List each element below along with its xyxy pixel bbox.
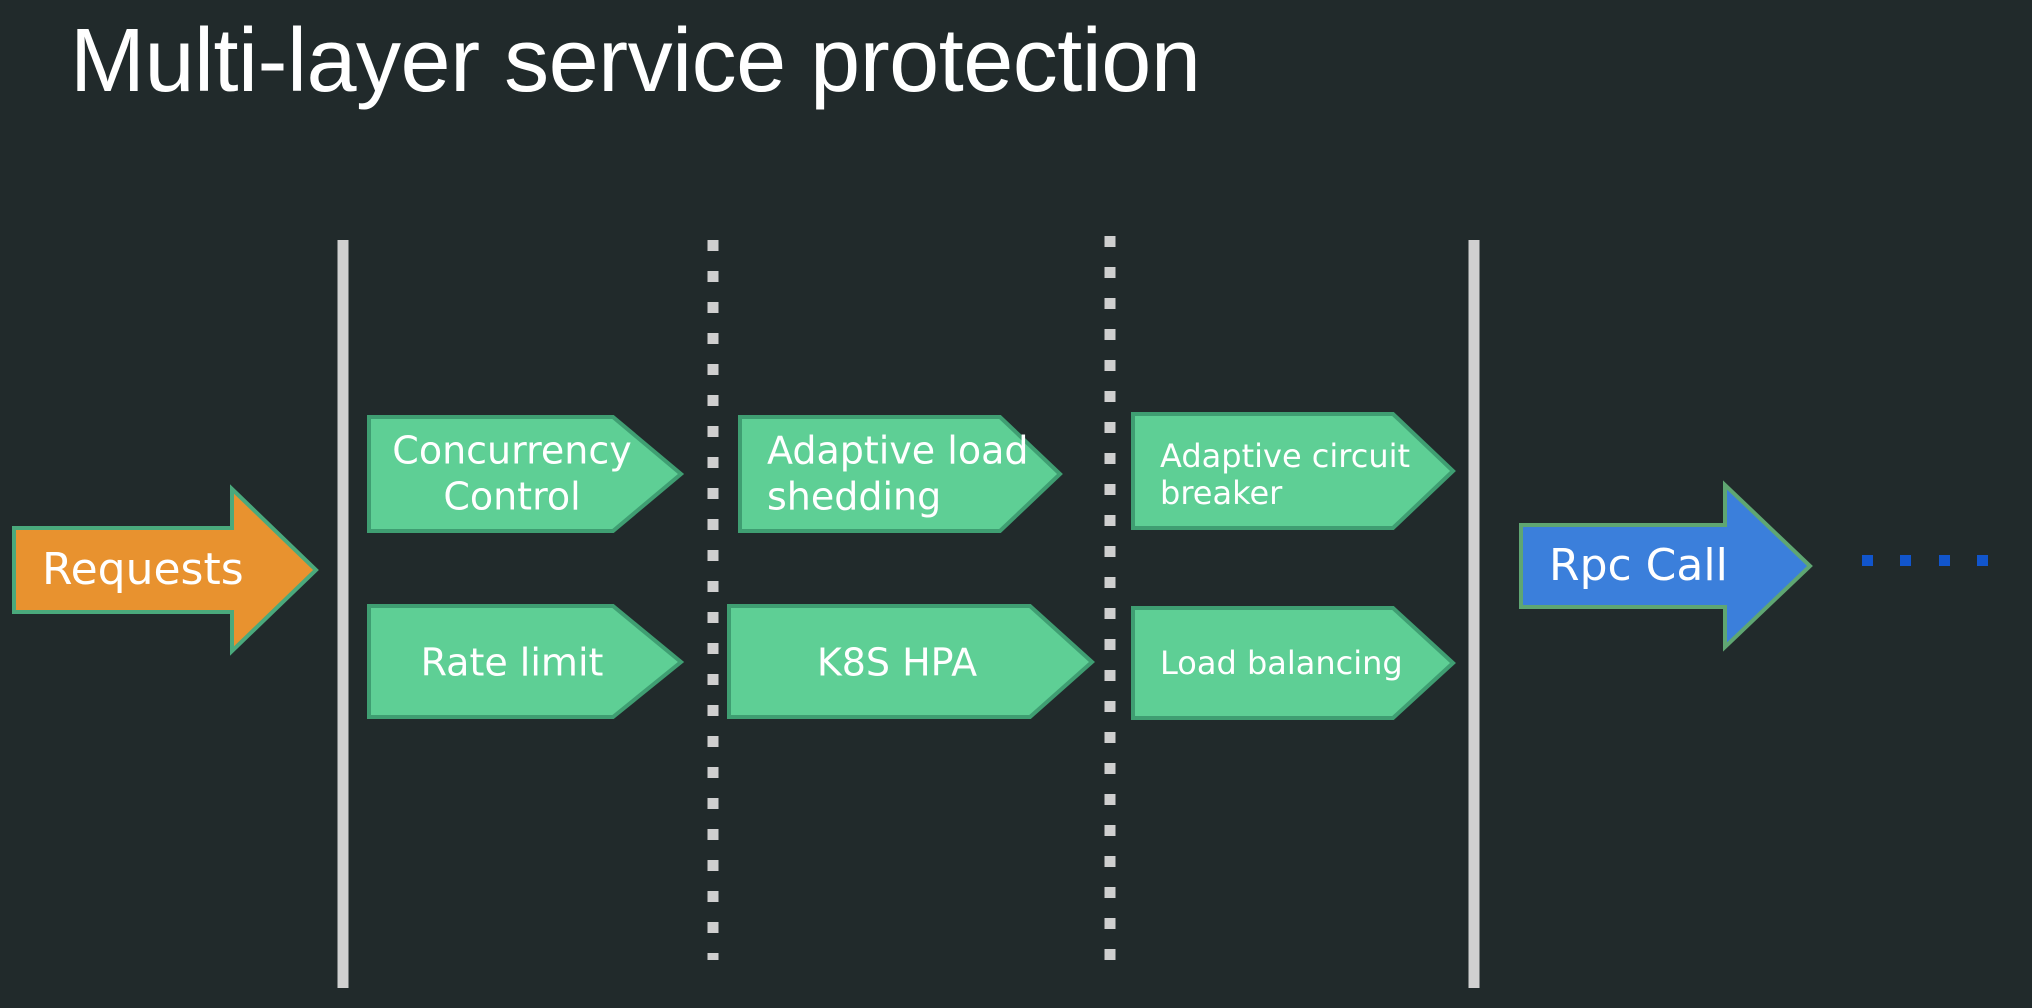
arrow-label-rate-limit: Rate limit: [421, 641, 604, 685]
arrow-label-adaptive-circuit-breaker-line-2: breaker: [1160, 474, 1283, 512]
arrow-shape-concurrency-control: [367, 415, 685, 533]
trailing-dots-group: [1862, 555, 1988, 566]
arrow-label-concurrency-control-line-2: Control: [443, 475, 580, 519]
arrow-k8s-hpa[interactable]: K8S HPA: [727, 604, 1095, 719]
arrow-label-adaptive-circuit-breaker-line-1: Adaptive circuit: [1160, 437, 1410, 475]
arrow-label-adaptive-load-shedding-line-2: shedding: [767, 475, 941, 519]
stage-3-group: Adaptive circuit breaker Load balancing: [1131, 412, 1456, 720]
arrow-adaptive-load-shedding[interactable]: Adaptive load shedding: [738, 415, 1063, 533]
arrow-shape-load-balancing: [1131, 606, 1456, 720]
arrow-label-load-balancing: Load balancing: [1160, 644, 1403, 682]
arrow-label-adaptive-load-shedding-line-1: Adaptive load: [767, 429, 1028, 473]
trailing-dot-3: [1939, 555, 1950, 566]
arrow-concurrency-control[interactable]: Concurrency Control: [367, 415, 685, 533]
arrow-shape-adaptive-circuit-breaker: [1131, 412, 1456, 530]
page-title: Multi-layer service protection: [70, 11, 1201, 111]
requests-input-arrow[interactable]: Requests: [12, 484, 319, 656]
trailing-dot-2: [1900, 555, 1911, 566]
arrow-adaptive-circuit-breaker[interactable]: Adaptive circuit breaker: [1131, 412, 1456, 530]
trailing-dot-1: [1862, 555, 1873, 566]
requests-arrow-label: Requests: [42, 544, 244, 595]
rpc-call-arrow-shape: [1519, 480, 1813, 652]
arrow-load-balancing[interactable]: Load balancing: [1131, 606, 1456, 720]
requests-arrow-shape: [12, 484, 319, 656]
rpc-call-output-arrow[interactable]: Rpc Call: [1519, 480, 1813, 652]
arrow-label-k8s-hpa: K8S HPA: [817, 641, 977, 685]
stage-2-group: Adaptive load shedding K8S HPA: [727, 415, 1095, 719]
arrow-shape-k8s-hpa: [727, 604, 1095, 719]
arrow-label-concurrency-control-line-1: Concurrency: [392, 429, 631, 473]
arrow-rate-limit[interactable]: Rate limit: [367, 604, 685, 719]
arrow-shape-adaptive-load-shedding: [738, 415, 1063, 533]
stage-1-group: Concurrency Control Rate limit: [367, 415, 685, 719]
trailing-dot-4: [1977, 555, 1988, 566]
rpc-call-arrow-label: Rpc Call: [1549, 540, 1728, 591]
arrow-shape-rate-limit: [367, 604, 685, 719]
